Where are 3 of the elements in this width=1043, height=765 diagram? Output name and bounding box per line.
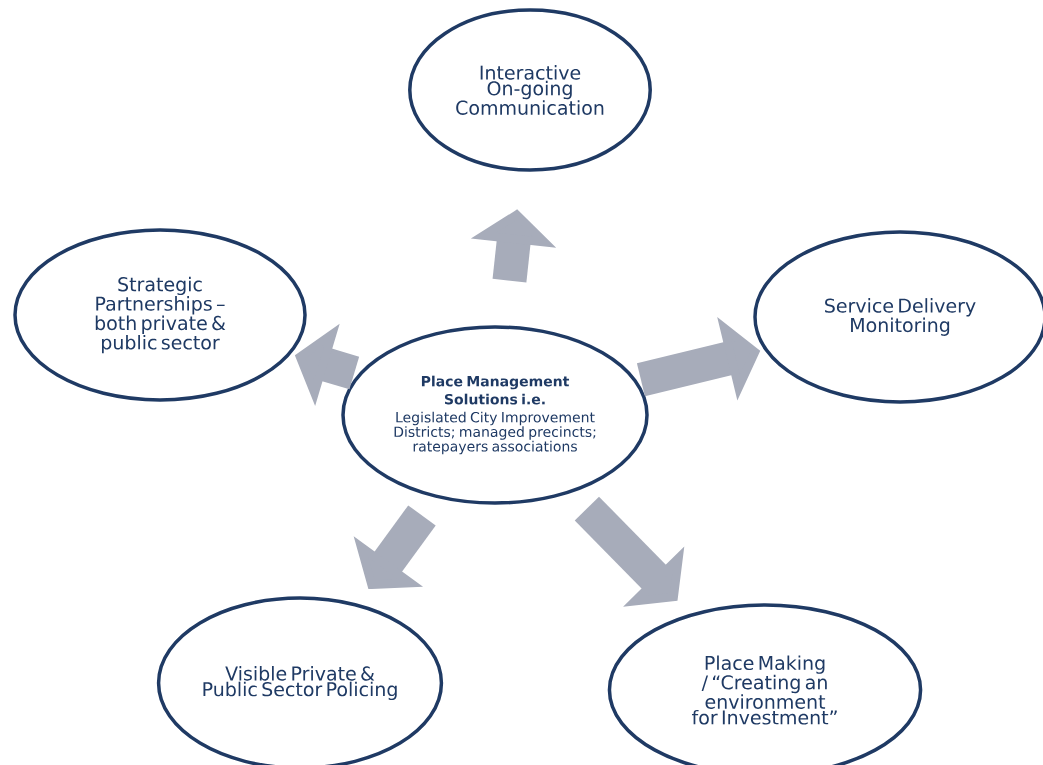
ellipse-node: Interactive On-going Communication xyxy=(408,8,652,172)
ellipse-node: Place Management Solutions i.e. Legislated City Improvement Districts; managed precincts; ratepayers associations xyxy=(341,325,649,505)
ellipse-node: Strategic Partnerships – both private & public sector xyxy=(13,228,307,402)
